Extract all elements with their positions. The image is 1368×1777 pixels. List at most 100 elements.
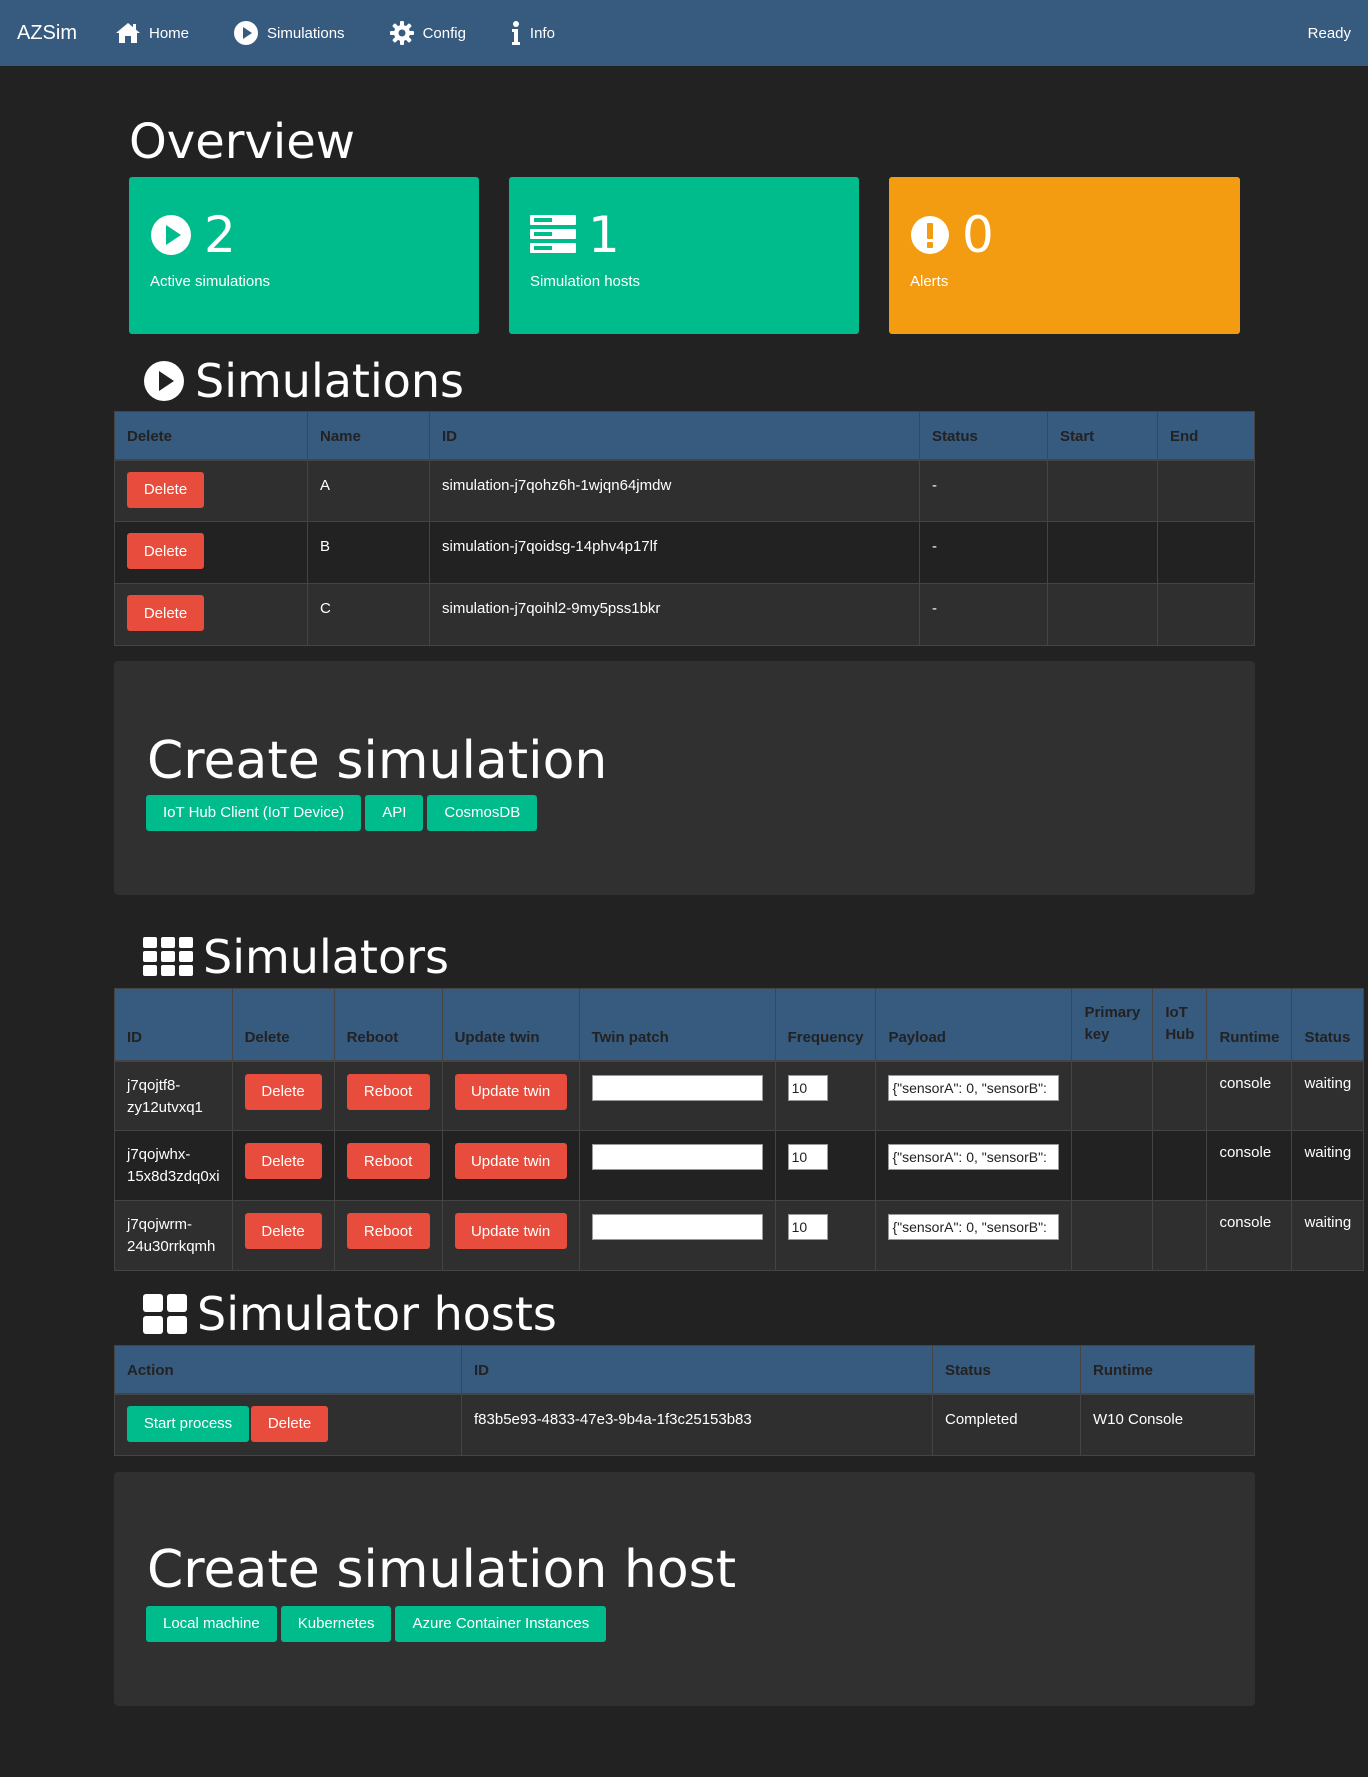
col-id: ID [114,988,233,1062]
table-row: Delete B simulation-j7qoidsg-14phv4p17lf… [114,521,1255,584]
col-runtime: Runtime [1080,1345,1255,1395]
simulator-status: waiting [1291,1130,1365,1201]
col-update-twin: Update twin [441,988,580,1062]
twin-patch-input[interactable] [591,1214,763,1240]
iot-hub [1152,1060,1208,1131]
table-header-row: ID Delete Reboot Update twin Twin patch … [114,988,1365,1062]
start-process-button[interactable]: Start process [127,1405,249,1442]
twin-patch-input[interactable] [591,1144,763,1170]
primary-key [1071,1060,1154,1131]
simulator-id: j7qojtf8-zy12utvxq1 [114,1060,233,1131]
alerts-label: Alerts [910,273,949,290]
table-row: j7qojwrm-24u30rrkqmh Delete Reboot Updat… [114,1200,1365,1271]
col-id: ID [429,411,920,461]
col-delete: Delete [114,411,308,461]
simulator-id: j7qojwrm-24u30rrkqmh [114,1200,233,1271]
frequency-input[interactable] [787,1074,828,1101]
simulation-hosts-count: 1 [588,206,620,264]
nav-item-info[interactable]: Info [510,20,555,46]
simulation-end [1157,521,1255,584]
reboot-simulator-button[interactable]: Reboot [346,1213,430,1249]
play-circle-icon [144,361,184,401]
frequency-input[interactable] [787,1144,828,1170]
simulation-start [1047,459,1158,522]
update-twin-button[interactable]: Update twin [454,1143,567,1179]
reboot-simulator-button[interactable]: Reboot [346,1143,430,1179]
nav-label-home: Home [149,24,190,42]
host-runtime: W10 Console [1080,1393,1255,1456]
nav-item-home[interactable]: Home [115,22,189,44]
delete-simulation-button[interactable]: Delete [127,471,204,508]
create-iot-hub-client-button[interactable]: IoT Hub Client (IoT Device) [146,795,362,831]
twin-patch-input[interactable] [591,1074,763,1101]
delete-simulation-button[interactable]: Delete [127,533,204,569]
alerts-count: 0 [962,206,994,264]
col-frequency: Frequency [774,988,877,1062]
simulations-heading: Simulations [143,354,464,408]
delete-simulator-button[interactable]: Delete [244,1073,322,1110]
table-row: Delete A simulation-j7qohz6h-1wjqn64jmdw… [114,459,1255,522]
host-status: Completed [932,1393,1081,1456]
home-icon [116,23,140,43]
runtime: console [1206,1060,1293,1131]
col-start: Start [1047,411,1158,461]
server-icon [530,215,576,253]
col-status: Status [1291,988,1365,1062]
runtime: console [1206,1130,1293,1201]
iot-hub [1152,1200,1208,1271]
create-api-button[interactable]: API [365,795,424,831]
simulations-table: Delete Name ID Status Start End Delete A… [114,411,1255,646]
create-local-machine-button[interactable]: Local machine [146,1606,277,1642]
col-status: Status [919,411,1048,461]
payload-input[interactable] [888,1144,1060,1170]
primary-key [1071,1130,1154,1201]
simulators-table: ID Delete Reboot Update twin Twin patch … [114,988,1365,1271]
nav-item-config[interactable]: Config [389,20,466,46]
delete-host-button[interactable]: Delete [251,1405,328,1442]
brand-logo[interactable]: AZSim [17,21,77,44]
host-id: f83b5e93-4833-47e3-9b4a-1f3c25153b83 [461,1393,933,1456]
update-twin-button[interactable]: Update twin [454,1073,567,1110]
payload-input[interactable] [888,1214,1060,1240]
frequency-input[interactable] [787,1214,828,1240]
card-alerts: 0 Alerts [889,177,1240,334]
simulation-status: - [919,583,1048,646]
simulations-title: Simulations [195,354,464,408]
simulation-status: - [919,521,1048,584]
col-status: Status [932,1345,1081,1395]
create-simulation-host-panel: Create simulation host Local machine Kub… [114,1472,1255,1706]
card-simulation-hosts: 1 Simulation hosts [509,177,859,334]
table-row: j7qojtf8-zy12utvxq1 Delete Reboot Update… [114,1060,1365,1131]
create-cosmosdb-button[interactable]: CosmosDB [427,795,538,831]
payload-input[interactable] [888,1074,1060,1101]
simulation-name: A [307,459,430,522]
col-action: Action [114,1345,462,1395]
simulation-name: B [307,521,430,584]
update-twin-button[interactable]: Update twin [454,1213,567,1249]
simulators-title: Simulators [203,930,449,984]
alert-icon [911,216,949,254]
status-text: Ready [1307,24,1351,42]
col-payload: Payload [875,988,1073,1062]
delete-simulator-button[interactable]: Delete [244,1213,322,1249]
grid-icon [143,937,193,976]
active-simulations-label: Active simulations [150,273,271,290]
simulation-id: simulation-j7qoidsg-14phv4p17lf [429,521,920,584]
simulation-end [1157,583,1255,646]
create-aci-button[interactable]: Azure Container Instances [395,1606,607,1642]
nav-item-simulations[interactable]: Simulations [233,20,345,46]
delete-simulation-button[interactable]: Delete [127,595,204,631]
simulator-status: waiting [1291,1060,1365,1131]
delete-simulator-button[interactable]: Delete [244,1143,322,1179]
create-simulation-host-title: Create simulation host [147,1540,737,1600]
simulators-heading: Simulators [143,930,449,984]
navbar: AZSim Home Simulations Config Info Ready [0,0,1368,66]
create-kubernetes-button[interactable]: Kubernetes [280,1606,392,1642]
table-header-row: Delete Name ID Status Start End [114,411,1255,461]
nav-label-info: Info [529,24,555,42]
reboot-simulator-button[interactable]: Reboot [346,1073,430,1110]
col-delete: Delete [231,988,335,1062]
runtime: console [1206,1200,1293,1271]
col-iot-hub: IoT Hub [1152,988,1208,1062]
simulation-name: C [307,583,430,646]
